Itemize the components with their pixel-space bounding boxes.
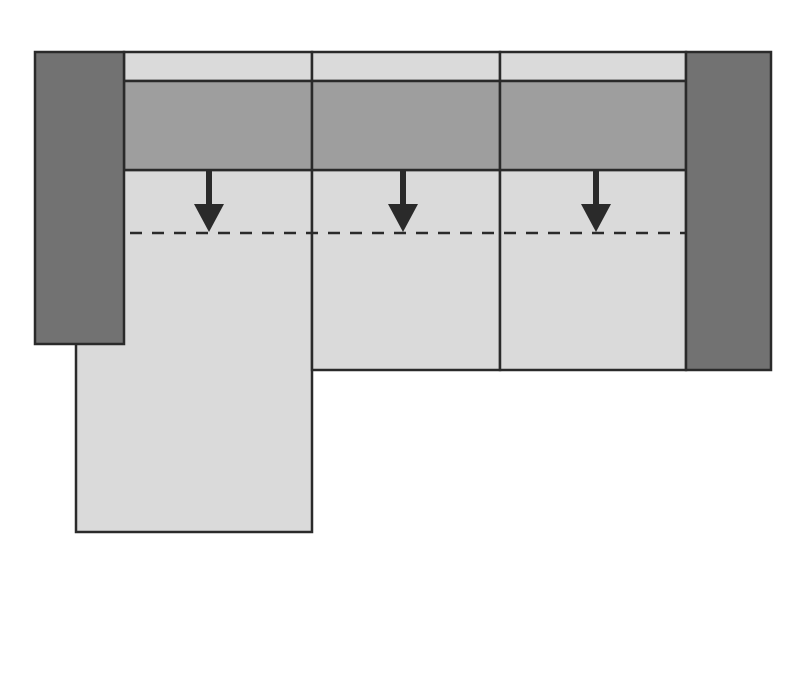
seat-cushions (310, 168, 688, 372)
arrow-down-icon (194, 170, 224, 232)
arrow-down-icon (581, 170, 611, 232)
back-strip-3 (498, 50, 688, 83)
armrest-right (684, 50, 773, 372)
armrest-left (33, 50, 126, 346)
back-cushion-3 (498, 79, 688, 172)
backrest-top-strip (122, 50, 688, 83)
back-strip-1 (122, 50, 314, 83)
armrests (33, 50, 773, 372)
arrow-down-icon (388, 170, 418, 232)
back-strip-2 (310, 50, 502, 83)
back-cushion-2 (310, 79, 502, 172)
recline-arrows (194, 170, 611, 232)
back-cushions (122, 79, 688, 172)
back-cushion-1 (122, 79, 314, 172)
